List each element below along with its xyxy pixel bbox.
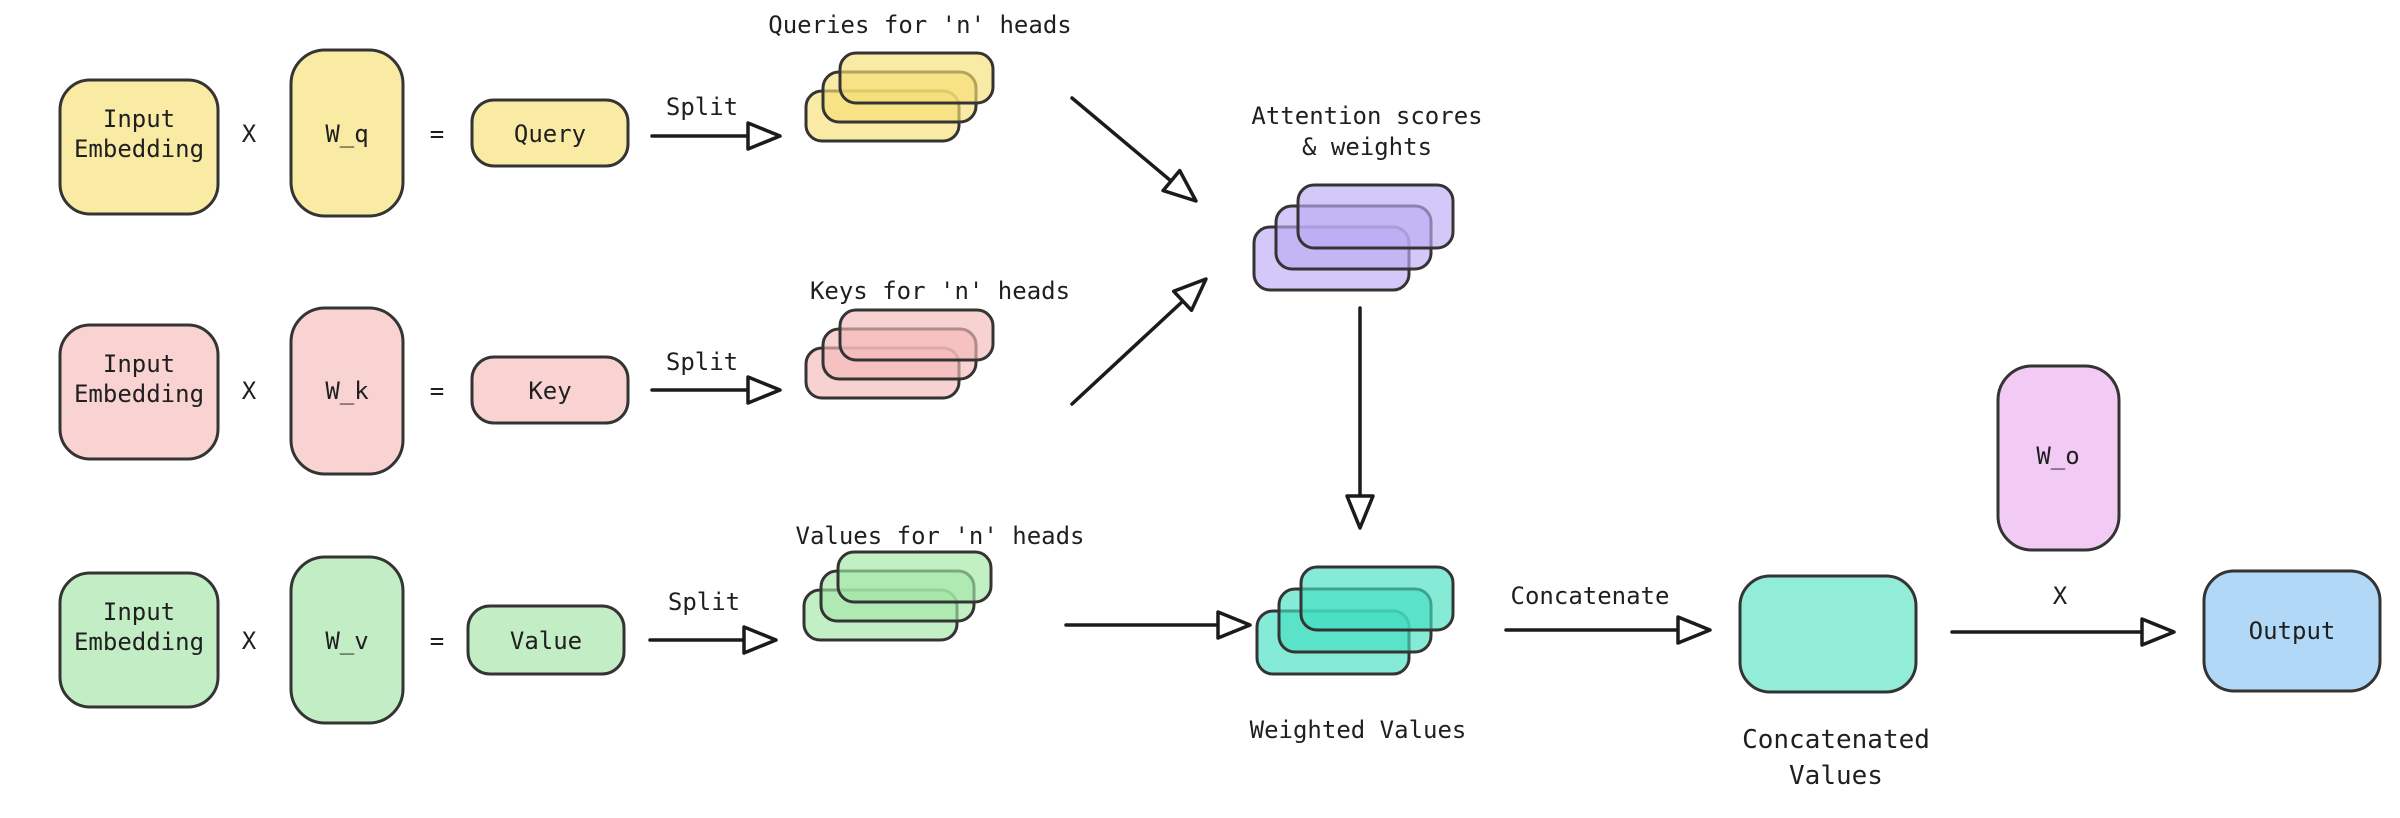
output: Output [2202, 569, 2382, 693]
weighted-values-title: Weighted Values [1250, 716, 1467, 744]
values-stack-title: Values for 'n' heads [796, 522, 1085, 550]
values-to-weighted-arrow-head [1216, 610, 1252, 640]
concatenate-label: Concatenate [1511, 582, 1670, 610]
query-label: Query [514, 120, 586, 148]
value-row: Input Embedding X W_v = Value Split Valu… [58, 522, 1085, 725]
value-box [466, 604, 626, 676]
keys-stack-title: Keys for 'n' heads [810, 277, 1070, 305]
split-arrow-query-head [746, 121, 782, 151]
values-stack-card-front [836, 550, 993, 604]
concatenated-values-title-line2: Values [1789, 761, 1883, 791]
split-label: Split [666, 348, 738, 376]
split-label: Split [668, 588, 740, 616]
key-label: Key [528, 377, 571, 405]
wq-label: W_q [325, 120, 368, 148]
equals-symbol: = [430, 120, 444, 148]
keys-stack-card-front [838, 308, 995, 362]
output-box [2202, 569, 2382, 693]
query-box [470, 98, 630, 168]
queries-to-attention-arrow-head [1161, 168, 1198, 203]
value-label: Value [510, 627, 582, 655]
concatenated-to-output-arrow-head [2140, 617, 2176, 647]
input-embedding-label-line2: Embedding [74, 380, 204, 408]
split-label: Split [666, 93, 738, 121]
attention-to-weighted-arrow-head [1345, 494, 1375, 530]
attention-title-line2: & weights [1302, 133, 1432, 161]
arrows [648, 96, 2176, 655]
output-weight: W_o [1996, 364, 2121, 552]
input-embedding-label-line1: Input [103, 105, 175, 133]
weighted-values-stack: Weighted Values [1250, 565, 1467, 744]
wq-box [289, 48, 405, 218]
multiply-symbol: X [242, 120, 257, 148]
split-arrow-key-head [746, 375, 782, 405]
equals-symbol: = [430, 377, 444, 405]
queries-stack-title: Queries for 'n' heads [768, 11, 1071, 39]
input-embedding-box-query [58, 78, 220, 216]
attention-title-line1: Attention scores [1251, 102, 1482, 130]
wk-box [289, 306, 405, 476]
query-row: Input Embedding X W_q = Query Split Quer… [58, 11, 1072, 218]
equals-symbol: = [430, 627, 444, 655]
weighted-stack-card-front [1299, 565, 1455, 632]
wo-box [1996, 364, 2121, 552]
queries-to-attention-arrow-line [1070, 96, 1173, 183]
diagram-shapes: Input Embedding X W_q = Query Split Quer… [58, 11, 2382, 791]
wk-label: W_k [325, 377, 369, 405]
input-embedding-box-value [58, 571, 220, 709]
split-arrow-value-head [742, 625, 778, 655]
attention-stack: Attention scores & weights [1251, 102, 1483, 292]
input-embedding-label-line2: Embedding [74, 135, 204, 163]
multiply-symbol: X [242, 377, 257, 405]
wv-box [289, 555, 405, 725]
wo-label: W_o [2036, 442, 2079, 470]
multiply-symbol: X [242, 627, 257, 655]
input-embedding-label-line2: Embedding [74, 628, 204, 656]
input-embedding-label-line1: Input [103, 598, 175, 626]
input-embedding-box-key [58, 323, 220, 461]
key-row: Input Embedding X W_k = Key Split Keys f… [58, 277, 1070, 476]
attention-stack-card-front [1296, 183, 1455, 250]
concatenate-arrow-head [1676, 615, 1712, 645]
queries-stack-card-front [838, 51, 995, 105]
key-box [470, 355, 630, 425]
output-label: Output [2249, 617, 2336, 645]
concatenated-values-title-line1: Concatenated [1742, 725, 1930, 755]
concatenated-values: Concatenated Values [1738, 574, 1930, 791]
concatenated-values-box [1738, 574, 1918, 694]
keys-to-attention-arrow-line [1070, 299, 1185, 406]
input-embedding-label-line1: Input [103, 350, 175, 378]
keys-to-attention-arrow-head [1171, 277, 1208, 313]
wv-label: W_v [325, 627, 368, 655]
output-multiply-symbol: X [2053, 582, 2068, 610]
